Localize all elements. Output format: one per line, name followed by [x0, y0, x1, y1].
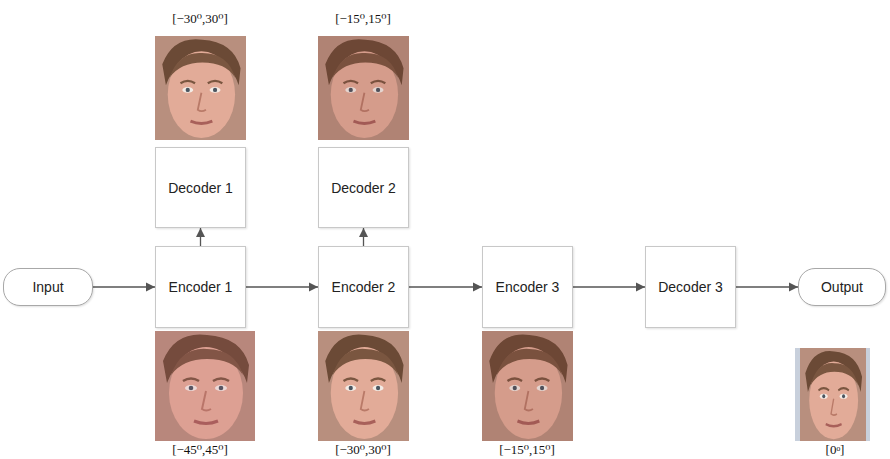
angle-range: [−45⁰,45⁰] — [172, 442, 228, 458]
face-photo — [795, 348, 870, 441]
angle-range: [0ᵒ] — [826, 442, 845, 458]
flow-arrow — [363, 228, 364, 246]
face-photo — [318, 36, 409, 140]
angle-range: [−30⁰,30⁰] — [335, 442, 391, 458]
node-text: Decoder 1 — [168, 180, 233, 196]
node-text: Output — [821, 279, 863, 295]
node-text: Encoder 1 — [169, 279, 233, 295]
process-box: Decoder 1 — [155, 147, 246, 228]
angle-range: [−15⁰,15⁰] — [335, 11, 391, 27]
process-box: Decoder 2 — [318, 147, 409, 228]
process-box: Encoder 2 — [318, 246, 409, 328]
flow-arrow — [409, 286, 482, 287]
flow-arrow — [736, 286, 798, 287]
terminal-box: Input — [3, 268, 93, 306]
face-photo — [318, 331, 409, 441]
process-box: Encoder 3 — [482, 246, 573, 328]
node-text: Decoder 3 — [658, 279, 723, 295]
terminal-box: Output — [798, 268, 886, 306]
angle-range: [−30⁰,30⁰] — [172, 11, 228, 27]
flow-arrow — [573, 286, 645, 287]
node-text: Decoder 2 — [331, 180, 396, 196]
process-box: Decoder 3 — [645, 246, 736, 328]
face-photo — [155, 331, 255, 441]
process-box: Encoder 1 — [155, 246, 246, 328]
node-text: Encoder 2 — [332, 279, 396, 295]
face-photo — [155, 36, 246, 140]
flow-arrow — [200, 228, 201, 246]
node-text: Input — [32, 279, 63, 295]
node-text: Encoder 3 — [496, 279, 560, 295]
flow-arrow — [93, 286, 155, 287]
angle-range: [−15⁰,15⁰] — [499, 442, 555, 458]
face-photo — [482, 331, 573, 441]
flow-arrow — [246, 286, 318, 287]
